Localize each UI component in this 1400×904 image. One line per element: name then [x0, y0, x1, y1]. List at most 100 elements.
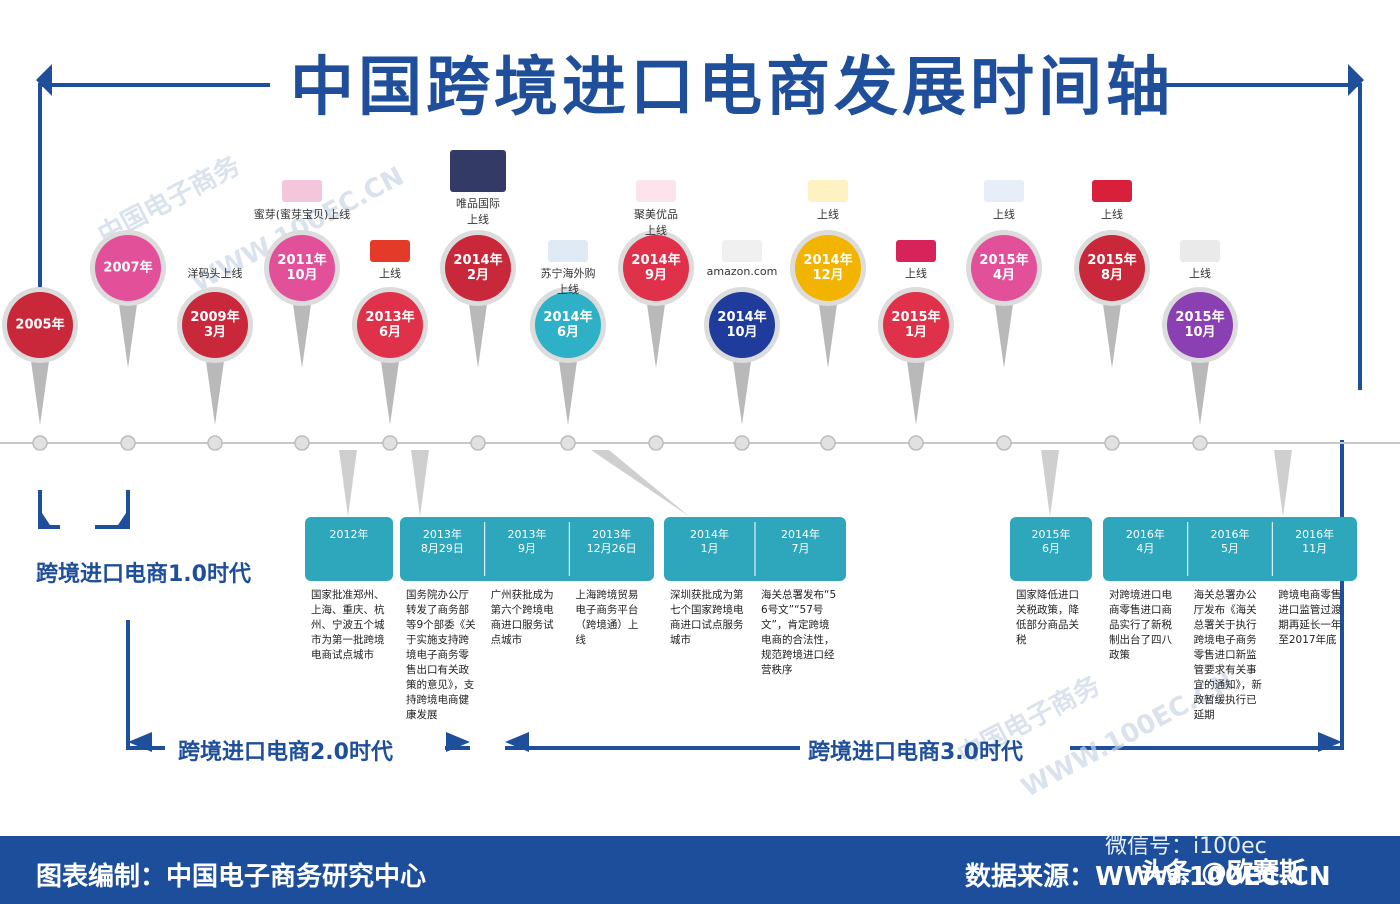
timeline-node	[1104, 435, 1120, 451]
event-pointer	[1274, 450, 1292, 517]
pin-head	[1167, 292, 1233, 358]
event-bar	[1010, 517, 1092, 581]
milestone-label: 2015年 8月	[1087, 253, 1137, 283]
frame-segment	[126, 620, 165, 750]
timeline-node	[120, 435, 136, 451]
event-date: 2015年 6月	[1031, 528, 1071, 555]
milestone-label: 2007年	[103, 260, 153, 276]
frame-arrow	[36, 64, 52, 96]
event-pointer	[591, 450, 690, 517]
pin-head	[1079, 235, 1145, 301]
timeline-node	[382, 435, 398, 451]
milestone-caption: 洋码头上线	[187, 267, 243, 280]
pin-head	[269, 235, 335, 301]
footer-source: 数据来源：WWW.100EC.CN	[965, 862, 1331, 892]
pin-tail	[1190, 354, 1210, 425]
milestone-label: 2014年 9月	[631, 253, 681, 283]
milestone-caption: 上线	[1189, 267, 1211, 280]
event-date: 2014年 7月	[781, 528, 820, 555]
amazon-logo	[722, 240, 762, 262]
timeline-node	[648, 435, 664, 451]
pin-tail	[906, 354, 926, 425]
milestone-caption: 上线	[379, 267, 401, 280]
milestone-caption: 苏宁海外购 上线	[540, 267, 596, 296]
event-bar	[305, 517, 393, 581]
pin-tail	[468, 297, 488, 368]
pin-tail	[994, 297, 1014, 368]
red-logo	[370, 240, 410, 262]
milestone-caption: 蜜芽(蜜芽宝贝)上线	[253, 208, 351, 221]
frame-arrow	[116, 510, 128, 528]
pin-tail	[646, 297, 666, 368]
event-pointer	[1041, 450, 1059, 517]
timeline-node	[32, 435, 48, 451]
event-description: 深圳获批成为第七个国家跨境电商进口试点服务城市	[670, 589, 744, 646]
timeline-node	[560, 435, 576, 451]
pin-tail	[1102, 297, 1122, 368]
pin-head	[709, 292, 775, 358]
event-description: 海关总署发布“56号文”“57号文”，肯定跨境电商的合法性，规范跨境进口经营秩序	[761, 589, 837, 676]
pin-head	[883, 292, 949, 358]
event-bar	[400, 517, 654, 581]
timeline-node	[294, 435, 310, 451]
milestone-label: 2005年	[15, 317, 65, 333]
toutiao-watermark: 头条 @欧赛斯	[1140, 858, 1306, 888]
milestone-label: 2014年 10月	[717, 310, 767, 340]
frame-arrow	[1318, 732, 1342, 752]
timeline-node	[996, 435, 1012, 451]
milestone-caption: amazon.com	[706, 265, 778, 278]
frame-arrow	[128, 732, 152, 752]
pin-head	[7, 292, 73, 358]
timeline-node	[207, 435, 223, 451]
milestone-label: 2015年 1月	[891, 310, 941, 340]
frame-arrow	[40, 510, 52, 528]
vip-logo	[450, 150, 506, 192]
milestone-label: 2014年 2月	[453, 253, 503, 283]
pin-tail	[30, 354, 50, 425]
timeline-node	[734, 435, 750, 451]
event-date: 2013年 12月26日	[586, 528, 637, 555]
frame-arrow	[1348, 64, 1364, 96]
milestone-caption: 上线	[817, 208, 839, 221]
footer-compiler: 图表编制：中国电子商务研究中心	[36, 862, 427, 892]
milestone-caption: 聚美优品 上线	[634, 208, 678, 237]
jumei-logo	[636, 180, 676, 202]
pin-tail	[118, 297, 138, 368]
pin-tail	[732, 354, 752, 425]
event-date: 2016年 5月	[1210, 528, 1250, 555]
footer-bar: 图表编制：中国电子商务研究中心 数据来源：WWW.100EC.CN	[0, 836, 1400, 904]
event-pointer	[411, 450, 429, 517]
milestone-label: 2011年 10月	[277, 253, 327, 283]
wechat-watermark: 微信号：i100ec	[1105, 834, 1267, 859]
era-label: 跨境进口电商3.0时代	[808, 740, 1023, 765]
pin-tail	[818, 297, 838, 368]
logo-8	[1092, 180, 1132, 202]
yyt-logo	[808, 180, 848, 202]
era-label: 跨境进口电商1.0时代	[36, 562, 251, 587]
pin-tail	[292, 297, 312, 368]
milestone-caption: 唯品国际 上线	[456, 197, 500, 226]
pin-head	[971, 235, 1037, 301]
milestone-label: 2015年 10月	[1175, 310, 1225, 340]
pin-head	[182, 292, 248, 358]
milestone-label: 2013年 6月	[365, 310, 415, 340]
frame-arrow	[505, 732, 529, 752]
milestone-caption: 上线	[1101, 208, 1123, 221]
milestone-caption: 上线	[905, 267, 927, 280]
milestone-label: 2015年 4月	[979, 253, 1029, 283]
milestone-label: 2014年 6月	[543, 310, 593, 340]
mia-logo	[282, 180, 322, 202]
event-date: 2016年 11月	[1295, 528, 1335, 555]
event-date: 2014年 1月	[690, 528, 729, 555]
event-description: 对跨境进口电商零售进口商品实行了新税制出台了四八政策	[1109, 589, 1172, 661]
frame-arrow	[446, 732, 470, 752]
event-description: 国务院办公厅转发了商务部等9个部委《关于实施支持跨境电子商务零售出口有关政策的意…	[406, 589, 476, 721]
timeline-node	[470, 435, 486, 451]
logo-4	[984, 180, 1024, 202]
pin-head	[357, 292, 423, 358]
frame-segment	[1150, 83, 1362, 390]
logo-10	[1180, 240, 1220, 262]
